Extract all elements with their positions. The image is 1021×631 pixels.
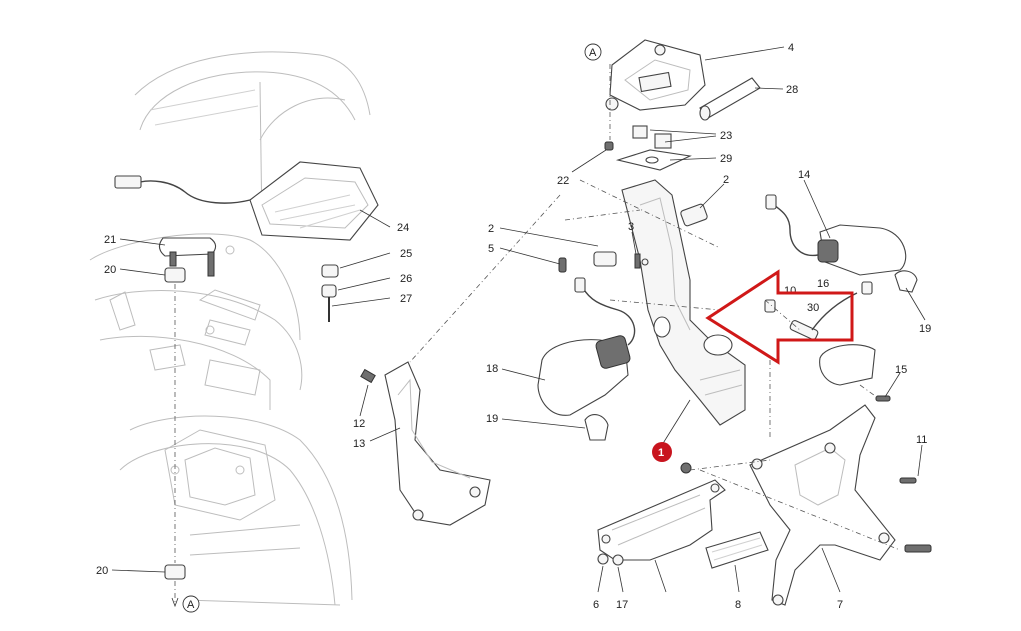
callout-15: 15: [895, 364, 907, 376]
callout-20-top: 20: [104, 264, 116, 276]
callout-21: 21: [104, 234, 116, 246]
callout-2-left: 2: [488, 223, 494, 235]
leader-lines: [111, 46, 926, 593]
center-dash-lines: [409, 64, 901, 551]
callout-16: 16: [817, 278, 829, 290]
callout-4: 4: [788, 42, 794, 54]
reference-marker-bottom: A: [182, 595, 200, 613]
callout-labels: 4 28 23 29 22 2 2 3 5 14 24 25 26 27 21 …: [96, 42, 931, 611]
callout-2-right: 2: [723, 174, 729, 186]
plate-bracket-7: [749, 404, 896, 606]
callout-27: 27: [400, 293, 412, 305]
callout-12: 12: [353, 418, 365, 430]
callout-25: 25: [400, 248, 412, 260]
callout-7: 7: [837, 599, 843, 611]
callout-18: 18: [486, 363, 498, 375]
callout-28: 28: [786, 84, 798, 96]
side-bracket: [360, 361, 491, 526]
left-small-parts: [158, 237, 339, 608]
clips-23-29: [604, 125, 692, 171]
highlight-badge: 1: [652, 442, 672, 462]
callout-19-right: 19: [919, 323, 931, 335]
callout-26: 26: [400, 273, 412, 285]
highlight-arrow: [705, 269, 854, 365]
svg-text:A: A: [187, 599, 195, 611]
callout-17: 17: [616, 599, 628, 611]
callout-23: 23: [720, 130, 732, 142]
bulb-19-right: [894, 270, 918, 293]
reference-marker-top: A: [584, 43, 602, 61]
top-bracket-4: [605, 39, 706, 111]
callout-5: 5: [488, 243, 494, 255]
callout-22: 22: [557, 175, 569, 187]
plate-holder-1: [621, 179, 746, 426]
callout-8: 8: [735, 599, 741, 611]
reflector-30-16: [764, 281, 876, 386]
callout-10: 10: [784, 285, 796, 297]
reflector-8: [705, 531, 769, 569]
svg-text:A: A: [589, 47, 597, 59]
plate-mount-9: [597, 462, 726, 561]
callout-14: 14: [798, 169, 810, 181]
badge-number: 1: [658, 447, 664, 459]
callout-30: 30: [807, 302, 819, 314]
small-fasteners: [558, 203, 932, 566]
callout-11: 11: [916, 434, 927, 446]
callout-29: 29: [720, 153, 732, 165]
rod-28: [699, 77, 761, 121]
turn-signal-left: [537, 277, 636, 416]
callout-19-left: 19: [486, 413, 498, 425]
callout-24: 24: [397, 222, 409, 234]
turn-signal-right: [765, 194, 907, 276]
bulb-19-left: [584, 414, 609, 441]
callout-20-bottom: 20: [96, 565, 108, 577]
callout-6: 6: [593, 599, 599, 611]
taillight-assembly: [114, 161, 379, 241]
callout-13: 13: [353, 438, 365, 450]
ghost-tail-context: [89, 51, 371, 606]
callout-3: 3: [628, 221, 634, 233]
